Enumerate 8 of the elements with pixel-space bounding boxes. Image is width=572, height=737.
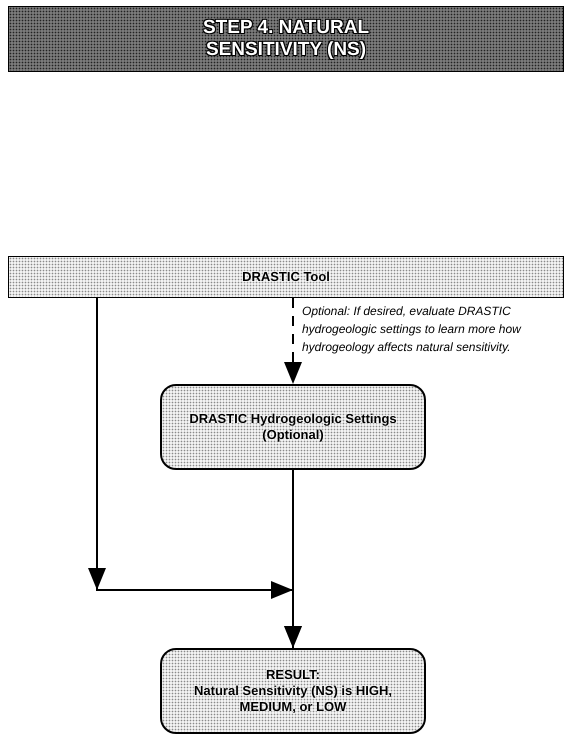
node-text: Natural Sensitivity (NS) is HIGH, MEDIUM, or LOW (193, 683, 393, 715)
tool-bar (8, 256, 564, 298)
process-box (160, 384, 426, 470)
title: STEP 4. NATURAL SENSITIVITY (NS) (202, 17, 370, 61)
node-text: DRASTIC Tool (242, 269, 330, 285)
node-text: RESULT: (266, 667, 320, 683)
node-text: DRASTIC Hydrogeologic Settings (Optional) (188, 411, 398, 443)
process-box (160, 648, 426, 734)
